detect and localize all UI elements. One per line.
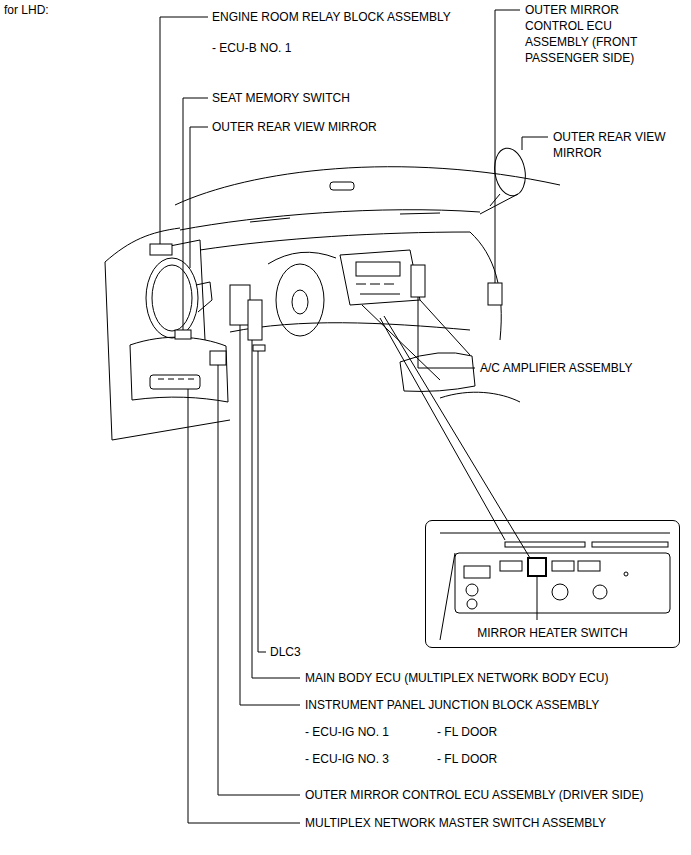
junction-block (230, 285, 250, 325)
part-label: MULTIPLEX NETWORK MASTER SWITCH ASSEMBLY (305, 815, 606, 831)
inset-bar (592, 542, 668, 547)
inset-indicator (624, 572, 628, 576)
left-door-panel (130, 337, 228, 402)
switch-label: MIRROR HEATER SWITCH (426, 625, 679, 641)
dash-edge (200, 232, 470, 250)
leader-line (183, 98, 208, 330)
left-door-frame (105, 228, 230, 440)
right-seat (440, 392, 520, 402)
dlc3-connector (253, 345, 265, 351)
inset-panel-edge (440, 533, 670, 640)
ac-amplifier (411, 265, 425, 297)
leader-line (418, 297, 475, 368)
leader-line (495, 10, 520, 283)
seat-memory-switch (175, 330, 191, 339)
inset-frame: MIRROR HEATER SWITCH (425, 520, 680, 648)
inset-knob (466, 584, 478, 596)
leader-line (218, 365, 300, 795)
leader-line (240, 325, 300, 705)
inset-button (552, 561, 574, 571)
leader-line (188, 389, 300, 823)
right-window (480, 194, 518, 214)
part-label: - FL DOOR (437, 724, 497, 740)
inner-mirror (330, 182, 354, 190)
part-label: SEAT MEMORY SWITCH (212, 90, 350, 106)
part-label: - ECU-B NO. 1 (212, 40, 291, 56)
part-label: OUTER REAR VIEW MIRROR (212, 119, 377, 135)
left-mirror-outer (146, 258, 198, 338)
steering-wheel (276, 264, 324, 336)
inset-leader (384, 316, 530, 558)
stack-buttons (356, 284, 400, 294)
inset-knob (467, 599, 477, 609)
part-label: for LHD: (4, 2, 49, 18)
defroster-vent (250, 213, 440, 222)
right-door (470, 232, 501, 340)
dash-top (180, 210, 480, 230)
inset-knob (552, 584, 568, 600)
center-stack (340, 250, 420, 305)
leader-line (160, 17, 208, 244)
left-window-frame (150, 240, 205, 340)
inset-button (578, 561, 600, 571)
part-label: MAIN BODY ECU (MULTIPLEX NETWORK BODY EC… (305, 670, 608, 686)
right-mirror (491, 146, 529, 198)
inset-leader (380, 318, 505, 540)
left-mirror-glass (152, 265, 192, 331)
main-body-ecu (248, 300, 262, 340)
part-label: OUTER MIRROR CONTROL ECU ASSEMBLY (FRONT… (525, 2, 675, 66)
part-label: - FL DOOR (437, 751, 497, 767)
part-label: INSTRUMENT PANEL JUNCTION BLOCK ASSEMBLY (305, 697, 599, 713)
leader-line (258, 351, 266, 652)
relay-block (150, 244, 172, 255)
inset-detail (440, 533, 670, 640)
driver-mirror-ecu (210, 351, 226, 365)
leader-line (190, 127, 208, 268)
center-display (356, 262, 400, 276)
part-label: A/C AMPLIFIER ASSEMBLY (480, 360, 633, 376)
master-switch-buttons (158, 379, 194, 380)
part-label: OUTER MIRROR CONTROL ECU ASSEMBLY (DRIVE… (305, 787, 644, 803)
master-switch (150, 375, 200, 389)
roof-line (175, 167, 560, 205)
inset-panel (455, 553, 670, 613)
dash-lower (230, 323, 470, 332)
part-label: OUTER REAR VIEW MIRROR (553, 129, 683, 161)
inset-knob (593, 585, 607, 599)
part-label: - ECU-IG NO. 3 (305, 751, 389, 767)
steering-hub (292, 290, 308, 314)
part-label: - ECU-IG NO. 1 (305, 724, 389, 740)
inset-button (500, 561, 522, 571)
inset-button (464, 566, 490, 578)
meter-hood (268, 252, 336, 264)
leader-line (522, 137, 548, 150)
leader-line (252, 340, 300, 678)
part-label: ENGINE ROOM RELAY BLOCK ASSEMBLY (212, 9, 451, 25)
armrest (400, 353, 475, 392)
part-label: DLC3 (270, 644, 301, 660)
mirror-heater-button (528, 558, 546, 576)
inset-bar (505, 542, 585, 547)
passenger-mirror-ecu (488, 283, 502, 305)
left-mirror-mount (196, 282, 212, 312)
